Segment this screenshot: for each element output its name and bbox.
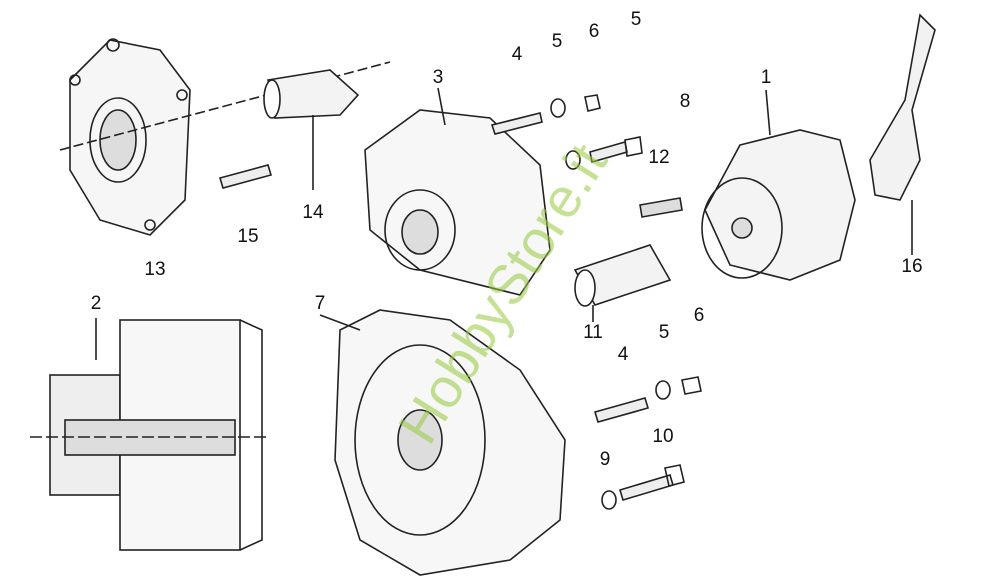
callout-8: 8: [679, 91, 691, 112]
part-15-stud: [218, 164, 273, 189]
callout-15: 15: [237, 226, 259, 247]
callout-2: 2: [90, 293, 102, 314]
part-3-housing: [364, 87, 551, 296]
lower-fasteners: [593, 376, 702, 510]
callout-6: 6: [693, 305, 705, 326]
callout-3: 3: [432, 67, 444, 88]
part-7-housing: [319, 309, 566, 576]
part-1-drum: [701, 89, 856, 281]
part-14-bushing: [263, 69, 360, 190]
callout-7: 7: [314, 293, 326, 314]
callout-6: 6: [588, 21, 600, 42]
callout-10: 10: [652, 426, 674, 447]
callout-12: 12: [648, 147, 670, 168]
top-fasteners: [490, 94, 683, 218]
callout-14: 14: [302, 202, 324, 223]
callout-5: 5: [658, 322, 670, 343]
callout-5: 5: [630, 9, 642, 30]
part-16-lever: [869, 13, 936, 255]
callout-13: 13: [144, 259, 166, 280]
callout-4: 4: [617, 344, 629, 365]
callout-1: 1: [760, 67, 772, 88]
callout-11: 11: [583, 322, 603, 343]
callout-5: 5: [551, 31, 563, 52]
callout-16: 16: [901, 256, 923, 277]
callout-4: 4: [511, 44, 523, 65]
part-13-cover: [59, 38, 391, 236]
callout-9: 9: [599, 449, 611, 470]
part-2-section-view: [30, 318, 270, 551]
part-11-sleeve: [573, 244, 672, 322]
